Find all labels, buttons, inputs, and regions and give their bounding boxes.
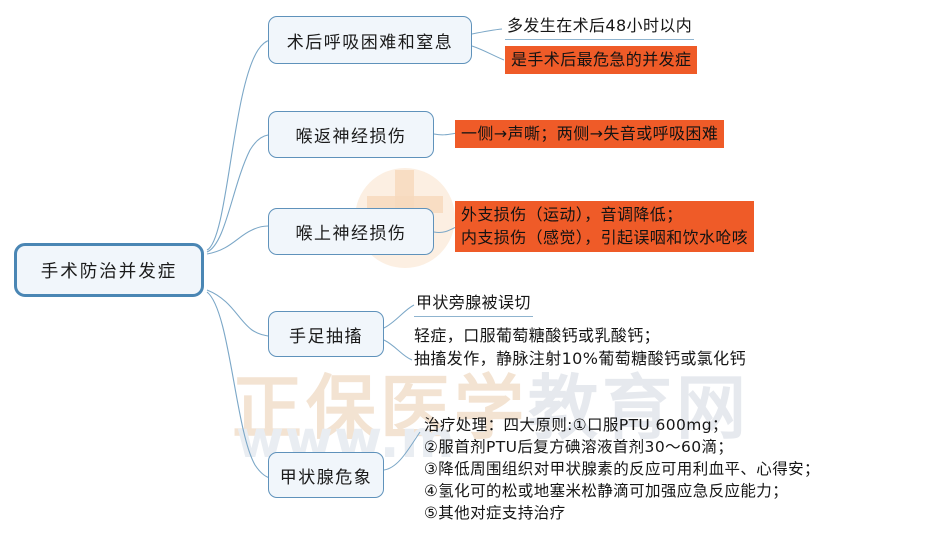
connector-branch-5-to-detail-1 <box>383 431 421 471</box>
connector-root-to-branch-5 <box>206 291 271 479</box>
root-node-label: 手术防治并发症 <box>40 261 178 282</box>
detail-line: ③降低周围组织对甲状腺素的反应可用利血平、心得安； <box>424 460 820 478</box>
branch-node-1[interactable]: 术后呼吸困难和窒息 <box>268 16 472 64</box>
connector-branch-1-to-detail-1 <box>471 28 503 35</box>
detail-branch-1-item-1: 多发生在术后48小时以内 <box>505 14 695 40</box>
branch-node-1-label: 术后呼吸困难和窒息 <box>286 32 454 53</box>
detail-line: 治疗处理：四大原则:①口服PTU 600mg； <box>424 416 728 434</box>
detail-branch-3-item-1: 外支损伤（运动），音调降低； 内支损伤（感觉），引起误咽和饮水呛咳 <box>455 201 755 252</box>
branch-node-3[interactable]: 喉上神经损伤 <box>268 208 434 255</box>
branch-node-2[interactable]: 喉返神经损伤 <box>268 111 434 158</box>
detail-line: 内支损伤（感觉），引起误咽和饮水呛咳 <box>461 228 749 247</box>
detail-line: 多发生在术后48小时以内 <box>507 16 693 35</box>
detail-branch-2-item-1: 一侧→声嘶；两侧→失音或呼吸困难 <box>455 120 725 148</box>
detail-line: ④氢化可的松或地塞米松静滴可加强应急反应能力； <box>424 482 789 500</box>
branch-node-3-label: 喉上神经损伤 <box>295 224 407 244</box>
detail-line: ②服首剂PTU后复方碘溶液首剂30～60滴； <box>424 438 734 456</box>
detail-branch-4-item-1: 甲状旁腺被误切 <box>414 291 533 317</box>
connector-branch-4-to-detail-2 <box>383 339 413 361</box>
detail-line: 外支损伤（运动），音调降低； <box>461 205 683 224</box>
detail-line: 抽搐发作，静脉注射10%葡萄糖酸钙或氯化钙 <box>414 349 746 368</box>
connector-root-to-branch-2 <box>206 134 269 253</box>
branch-node-5-label: 甲状腺危象 <box>279 467 373 488</box>
branch-node-5[interactable]: 甲状腺危象 <box>268 452 384 498</box>
connector-branch-1-to-detail-2 <box>471 45 505 61</box>
root-node[interactable]: 手术防治并发症 <box>14 243 204 297</box>
detail-line: 轻症，口服葡萄糖酸钙或乳酸钙； <box>414 326 661 345</box>
detail-line: ⑤其他对症支持治疗 <box>424 504 566 522</box>
connector-root-to-branch-3 <box>206 225 269 255</box>
detail-line: 甲状旁腺被误切 <box>416 293 531 312</box>
detail-branch-1-item-2: 是手术后最危急的并发症 <box>505 46 698 74</box>
detail-branch-5-item-1: 治疗处理：四大原则:①口服PTU 600mg； ②服首剂PTU后复方碘溶液首剂3… <box>424 414 820 524</box>
branch-node-4[interactable]: 手足抽搐 <box>268 311 384 357</box>
detail-line: 是手术后最危急的并发症 <box>511 50 692 69</box>
connector-root-to-branch-4 <box>206 289 269 337</box>
detail-line: 一侧→声嘶；两侧→失音或呼吸困难 <box>461 124 719 143</box>
connector-branch-4-to-detail-1 <box>383 304 415 329</box>
branch-node-4-label: 手足抽搐 <box>289 326 363 347</box>
branch-node-2-label: 喉返神经损伤 <box>295 127 407 147</box>
detail-branch-4-item-2: 轻症，口服葡萄糖酸钙或乳酸钙； 抽搐发作，静脉注射10%葡萄糖酸钙或氯化钙 <box>414 324 746 370</box>
connector-root-to-branch-1 <box>206 39 271 251</box>
